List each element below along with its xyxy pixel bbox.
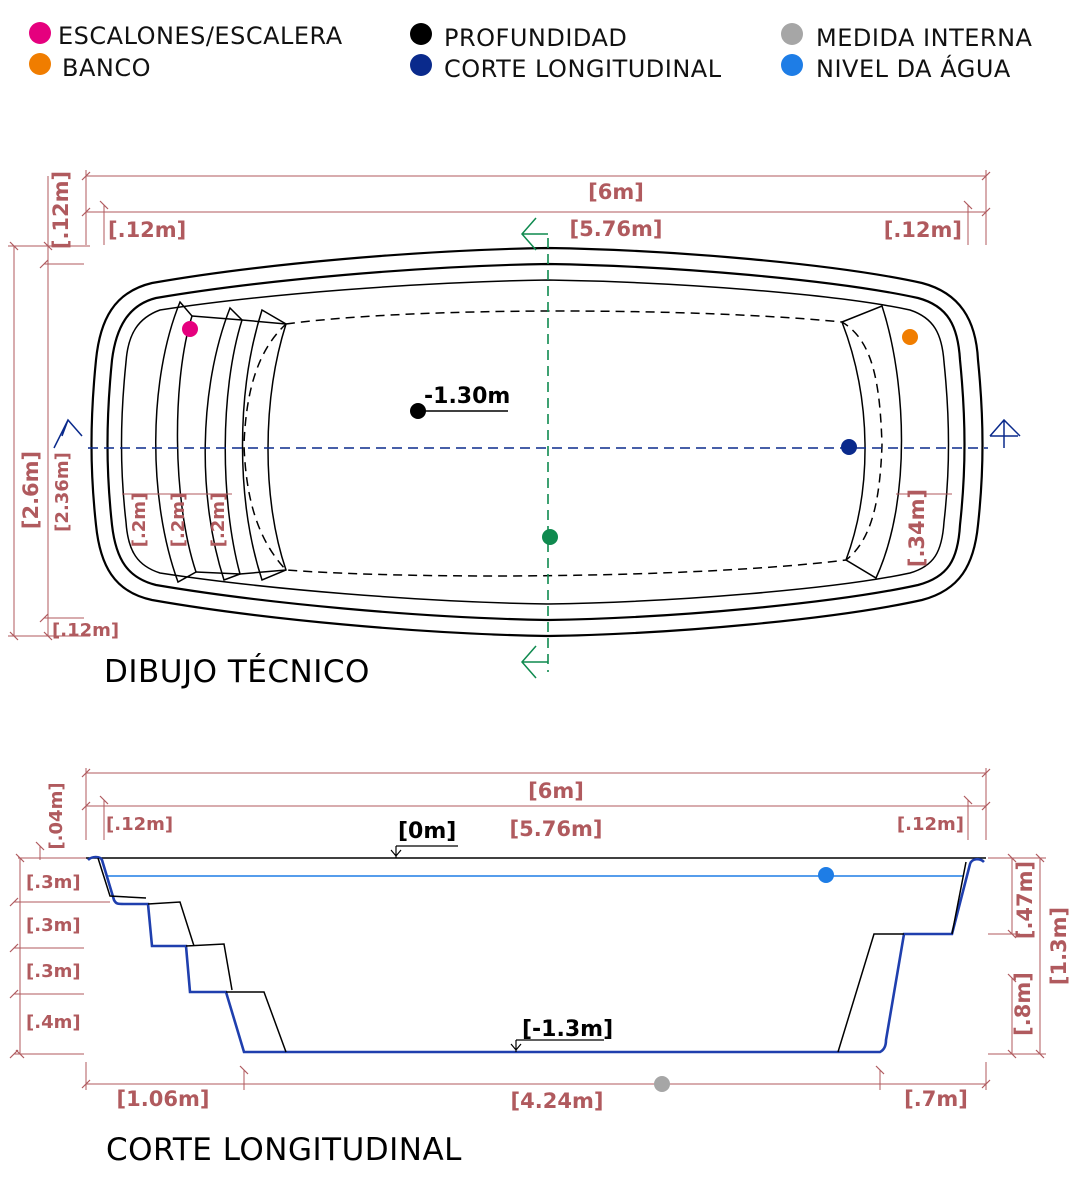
plan-steps-marker xyxy=(182,321,198,337)
plan-inner-edge xyxy=(120,279,950,605)
plan-total-width: [2.6m] xyxy=(19,451,43,529)
legend-water-label: NIVEL DA ÁGUA xyxy=(816,54,1011,83)
depth-marker xyxy=(410,23,432,45)
section-inner-length: [5.76m] xyxy=(510,817,603,841)
plan-step-dims: [.2m] [.2m] [.2m] [.34m] xyxy=(122,489,952,567)
plan-outer-rim xyxy=(90,246,984,638)
steps-marker xyxy=(29,22,51,44)
plan-title: DIBUJO TÉCNICO xyxy=(104,654,370,690)
section-steps-run: [1.06m] xyxy=(117,1087,210,1111)
plan-left-rim: [.12m] xyxy=(108,218,186,242)
section-floor-run: [4.24m] xyxy=(511,1089,604,1113)
section-water-marker xyxy=(818,867,834,883)
plan-section-arrow-left xyxy=(53,418,83,449)
section-step-h1: [.3m] xyxy=(26,872,81,893)
plan-steps xyxy=(155,300,287,584)
plan-inner-length: [5.76m] xyxy=(570,217,663,241)
legend: ESCALONES/ESCALERA BANCO PROFUNDIDAD COR… xyxy=(29,22,1033,83)
internal-marker xyxy=(781,23,803,45)
section-rim-height: [.04m] xyxy=(46,782,67,849)
section-bottom-level: [-1.3m] xyxy=(522,1017,613,1042)
section-step-h3: [.3m] xyxy=(26,961,81,982)
section-dimensions: [6m] [.12m] [.12m] [5.76m] [.04m] [.3m] … xyxy=(9,768,1071,1113)
plan-total-length: [6m] xyxy=(588,180,644,204)
plan-view: [6m] [5.76m] [.12m] [.12m] [2.6m] [2.36m… xyxy=(8,170,1021,690)
water-marker xyxy=(781,54,803,76)
section-bench-lower: [.8m] xyxy=(1011,972,1035,1036)
section-step-h2: [.3m] xyxy=(26,915,81,936)
plan-cut-arrow-top xyxy=(521,217,548,251)
plan-bottom-rim: [.12m] xyxy=(52,620,119,641)
section-bench-run: [.7m] xyxy=(904,1087,968,1111)
plan-section-arrow-right xyxy=(989,418,1021,448)
section-bench-h: [.47m] xyxy=(1013,861,1037,939)
legend-bench-label: BANCO xyxy=(62,54,151,82)
plan-inner-width: [2.36m] xyxy=(52,452,73,532)
section-step-h4: [.4m] xyxy=(26,1012,81,1033)
section-internal-marker xyxy=(654,1076,670,1092)
plan-cut-marker xyxy=(542,529,558,545)
section-total-depth: [1.3m] xyxy=(1047,907,1071,985)
plan-top-rim: [.12m] xyxy=(49,171,73,249)
plan-floor-outline xyxy=(243,310,883,577)
plan-cut-arrow-bottom xyxy=(521,645,548,679)
section-left-rim: [.12m] xyxy=(106,814,173,835)
plan-dimensions: [6m] [5.76m] [.12m] [.12m] [2.6m] [2.36m… xyxy=(8,170,991,641)
plan-bench xyxy=(841,305,903,580)
section-title: CORTE LONGITUDINAL xyxy=(106,1132,462,1168)
section-inner-profile xyxy=(97,857,967,1053)
plan-step1: [.2m] xyxy=(129,493,150,548)
plan-step2: [.2m] xyxy=(168,493,189,548)
section-shell xyxy=(87,855,985,1054)
bench-marker xyxy=(29,53,51,75)
plan-section-marker xyxy=(841,439,857,455)
section-marker xyxy=(410,54,432,76)
plan-right-rim: [.12m] xyxy=(884,218,962,242)
legend-section-label: CORTE LONGITUDINAL xyxy=(444,55,722,83)
section-total-length: [6m] xyxy=(528,779,584,803)
plan-depth-label: -1.30m xyxy=(424,384,510,409)
legend-depth-label: PROFUNDIDAD xyxy=(444,24,627,52)
section-top-level: [0m] xyxy=(398,819,456,844)
plan-bench-marker xyxy=(902,329,918,345)
plan-step3: [.2m] xyxy=(208,493,229,548)
section-view: [6m] [.12m] [.12m] [5.76m] [.04m] [.3m] … xyxy=(9,768,1071,1168)
legend-steps-label: ESCALONES/ESCALERA xyxy=(58,22,343,50)
plan-inner-rim xyxy=(106,262,966,622)
plan-bench-dim: [.34m] xyxy=(905,489,929,567)
section-right-rim: [.12m] xyxy=(897,814,964,835)
legend-internal-label: MEDIDA INTERNA xyxy=(816,24,1033,52)
